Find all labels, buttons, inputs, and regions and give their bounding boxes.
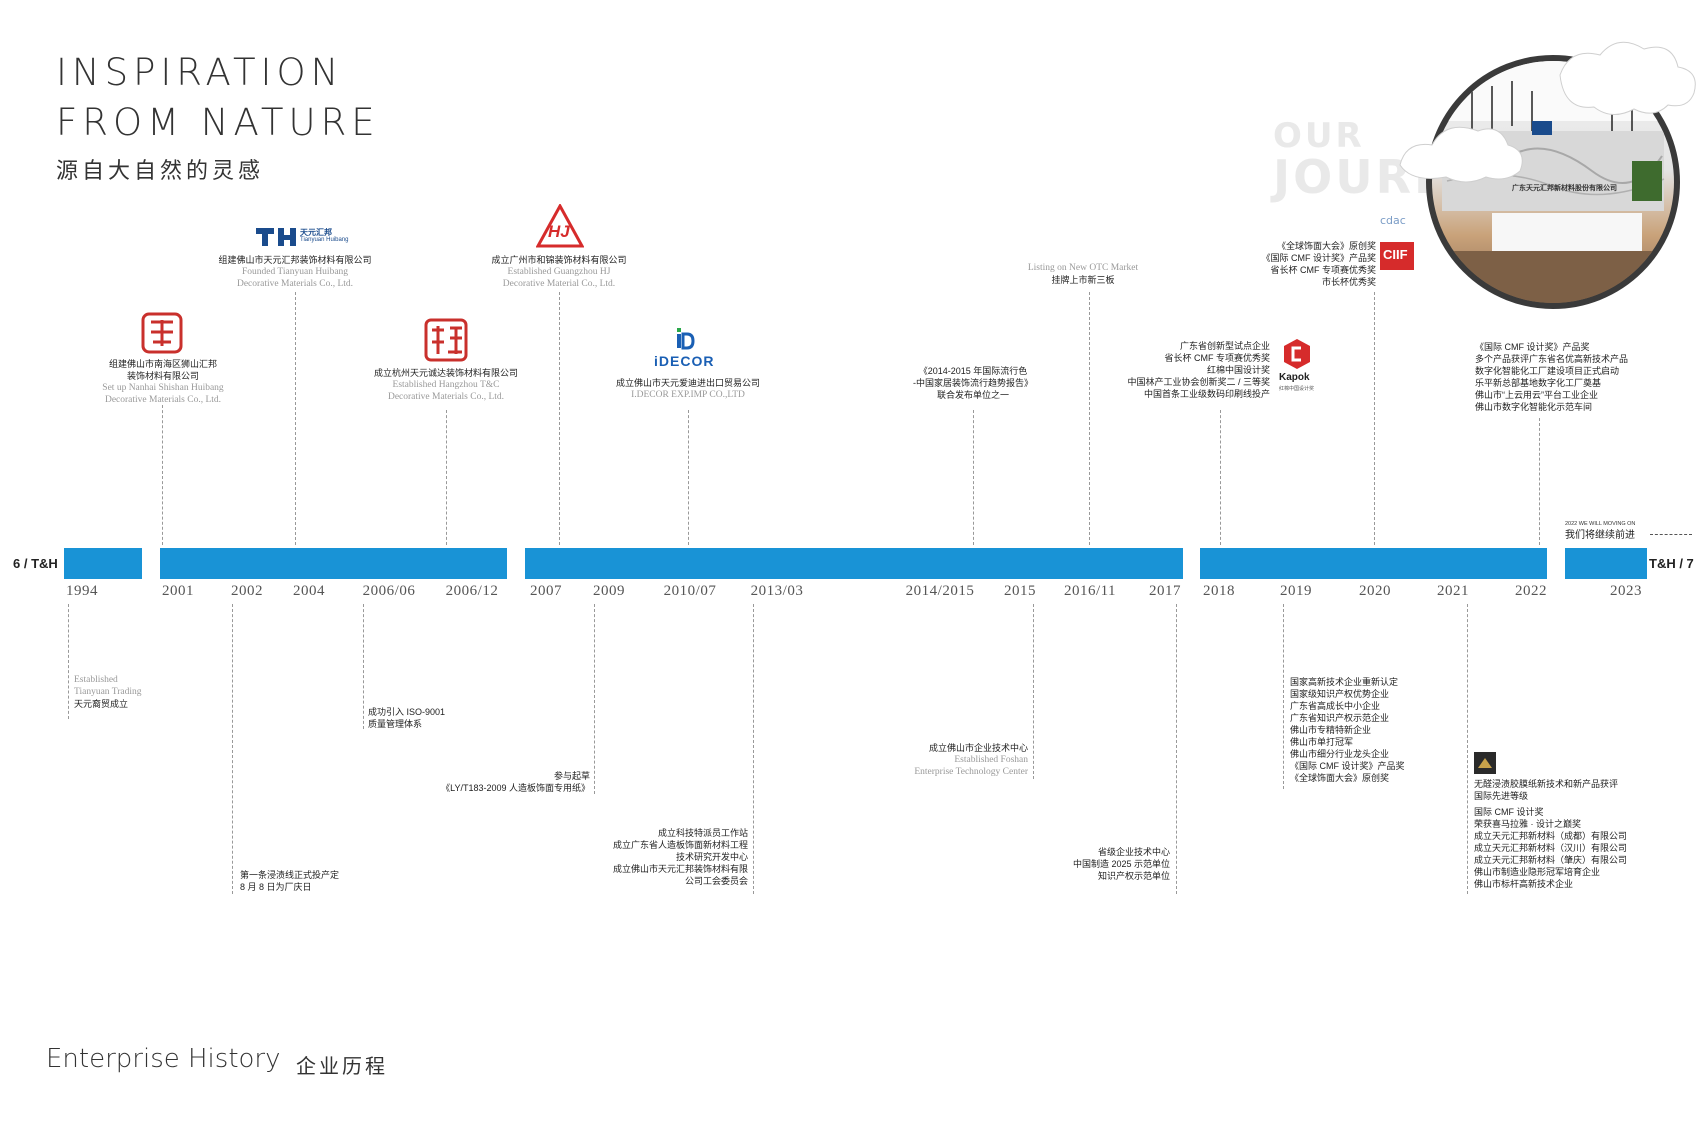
year-label: 2007: [530, 583, 562, 599]
hangzhou-seal-logo: [424, 318, 468, 362]
connector-line: [1176, 604, 1177, 894]
connector-line: [1374, 292, 1375, 545]
hj-logo-text: HJ: [548, 222, 570, 241]
year-label: 2009: [593, 583, 625, 599]
idecor-logo-text: iDECOR: [654, 353, 715, 369]
kapok-logo-text: Kapok: [1279, 372, 1310, 383]
idecor-logo: iDECOR: [650, 328, 722, 370]
product-award-image: [1474, 752, 1496, 774]
connector-line: [162, 405, 163, 545]
footer-title-cn: 企业历程: [296, 1056, 388, 1078]
year-label: 2004: [293, 583, 325, 599]
timeline-bar-5: [1565, 548, 1647, 579]
ciif-logo-text: CIIF: [1383, 247, 1408, 262]
connector-line: [232, 604, 233, 894]
ciif-logo: cdac CIIF: [1380, 214, 1414, 280]
connector-line: [973, 410, 974, 545]
year-label: 2023: [1610, 583, 1642, 599]
year-label: 2015: [1004, 583, 1036, 599]
year-label: 2017: [1149, 583, 1181, 599]
ciif-logo-box: [1380, 242, 1414, 270]
future-note: 2022 WE WILL MOVING ON 我们将继续前进: [1565, 521, 1636, 541]
connector-line: [68, 604, 69, 719]
footer-title-en: Enterprise History: [46, 1044, 281, 1074]
headline-line-1: INSPIRATION: [56, 51, 344, 94]
huibang-seal-logo: [141, 312, 183, 354]
timeline-bar-1: [64, 548, 142, 579]
kapok-logo: Kapok 红棉中国设计奖: [1277, 338, 1317, 398]
event-2020: 《全球饰面大会》原创奖 《国际 CMF 设计奖》产品奖 省长杯 CMF 专项赛优…: [1261, 241, 1377, 287]
year-label: 2006/06: [362, 583, 416, 599]
th-logo-cn: 天元汇邦: [300, 228, 332, 237]
event-2006-06: 成功引入 ISO-9001 质量管理体系: [368, 707, 446, 729]
connector-line: [363, 604, 364, 729]
hj-logo: HJ: [535, 202, 585, 248]
connector-line: [1467, 604, 1468, 894]
timeline-bar-3: [525, 548, 1183, 579]
connector-line: [1089, 292, 1090, 545]
event-2016-11: Listing on New OTC Market 挂牌上市新三板: [1027, 263, 1139, 285]
event-2021: 无醛浸渍胶膜纸新技术和新产品获评 国际先进等级 国际 CMF 设计奖 荣获喜马拉…: [1474, 779, 1628, 889]
event-2017: 省级企业技术中心 中国制造 2025 示范单位 知识产权示范单位: [1072, 847, 1170, 881]
year-label: 2021: [1437, 583, 1469, 599]
year-label: 2002: [231, 583, 263, 599]
connector-line: [559, 292, 560, 545]
event-2018: 广东省创新型试点企业 省长杯 CMF 专项赛优秀奖 红棉中国设计奖 中国林产工业…: [1127, 341, 1270, 399]
headline-line-2: FROM NATURE: [56, 101, 380, 144]
event-2004: 组建佛山市天元汇邦装饰材料有限公司 Founded Tianyuan Huiba…: [218, 255, 372, 289]
connector-line: [1220, 410, 1221, 545]
journey-word-1: OUR: [1273, 116, 1365, 156]
event-2009: 参与起草 《LY/T183-2009 人造板饰面专用纸》: [441, 771, 590, 793]
year-label: 2022: [1515, 583, 1547, 599]
timeline-bar-2: [160, 548, 507, 579]
connector-line: [688, 410, 689, 545]
timeline-bar-4: [1200, 548, 1547, 579]
year-label: 2001: [162, 583, 194, 599]
event-2010-07: 成立佛山市天元爱迪进出口贸易公司 I.DECOR EXP.IMP CO.,LTD: [615, 378, 761, 400]
kapok-logo-sub: 红棉中国设计奖: [1279, 386, 1315, 392]
page-number-right: T&H / 7: [1649, 556, 1694, 571]
connector-line: [594, 604, 595, 794]
connector-line: [1539, 418, 1540, 545]
photo-sign-text: 广东天元汇邦新材料股份有限公司: [1512, 185, 1617, 192]
connector-line: [295, 292, 296, 545]
headline-chinese: 源自大自然的灵感: [56, 158, 265, 183]
connector-line: [1283, 604, 1284, 789]
event-2015: 成立佛山市企业技术中心 Established Foshan Enterpris…: [914, 743, 1028, 777]
cdac-logo-text: cdac: [1380, 214, 1406, 227]
event-2014-2015: 《2014-2015 年国际流行色 -中国家居装饰流行趋势报告》 联合发布单位之…: [913, 366, 1033, 400]
year-label: 2018: [1203, 583, 1235, 599]
connector-line: [1033, 604, 1034, 779]
page-number-left: 6 / T&H: [13, 556, 58, 571]
year-label: 2019: [1280, 583, 1312, 599]
event-2022: 《国际 CMF 设计奖》产品奖 多个产品获评广东省名优高新技术产品 数字化智能化…: [1475, 342, 1629, 412]
year-label: 1994: [66, 583, 98, 599]
event-2006-12: 成立杭州天元诚达装饰材料有限公司 Established Hangzhou T&…: [373, 368, 519, 402]
tianyuan-huibang-logo: 天元汇邦 Tianyuan Huibang: [256, 226, 348, 248]
year-label: 2006/12: [445, 583, 499, 599]
event-2007: 成立广州市和锦装饰材料有限公司 Established Guangzhou HJ…: [491, 255, 627, 289]
event-2013-03: 成立科技特派员工作站 成立广东省人造板饰面新材料工程 技术研究开发中心 成立佛山…: [612, 828, 748, 886]
year-label: 2013/03: [750, 583, 804, 599]
year-label: 2014/2015: [905, 583, 975, 599]
cloud-decoration: [1399, 41, 1696, 183]
connector-line: [753, 604, 754, 894]
event-2019: 国家高新技术企业重新认定 国家级知识产权优势企业 广东省高成长中小企业 广东省知…: [1290, 677, 1405, 783]
future-dashed-line: [1650, 534, 1692, 535]
event-2002: 第一条浸渍线正式投产定 8 月 8 日为厂庆日: [240, 870, 340, 892]
event-1994: Established Tianyuan Trading 天元裔贸成立: [74, 675, 142, 709]
year-label: 2016/11: [1063, 583, 1117, 599]
event-2001: 组建佛山市南海区狮山汇邦 装饰材料有限公司 Set up Nanhai Shis…: [102, 359, 224, 405]
connector-line: [446, 410, 447, 545]
year-label: 2020: [1359, 583, 1391, 599]
th-logo-en: Tianyuan Huibang: [300, 237, 349, 243]
year-label: 2010/07: [663, 583, 717, 599]
